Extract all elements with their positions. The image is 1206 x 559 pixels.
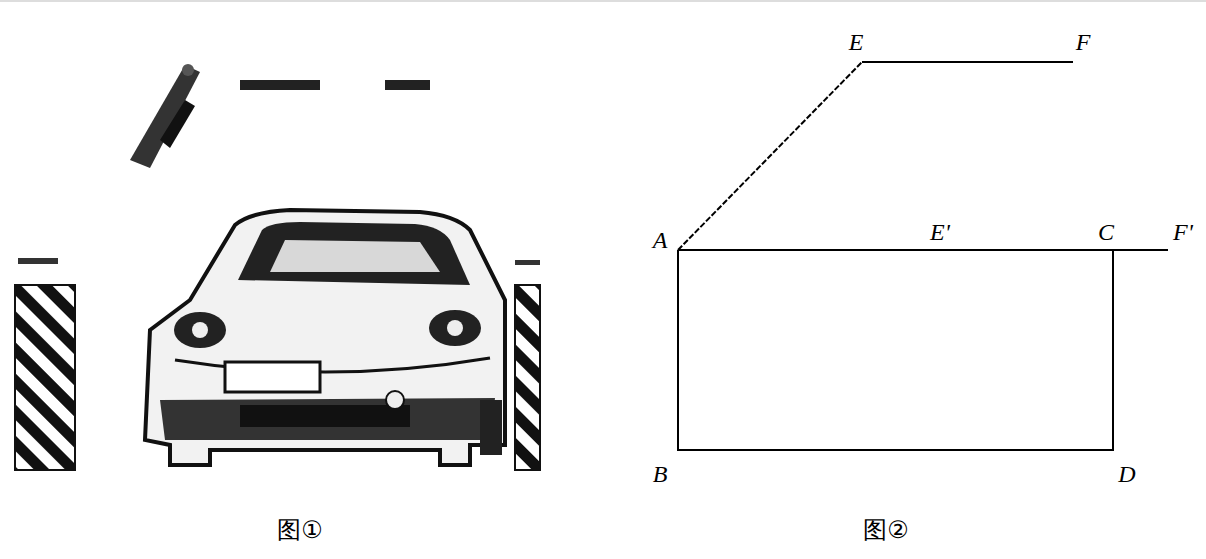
car-illustration bbox=[145, 210, 505, 465]
figure-caption: 图① bbox=[277, 517, 323, 543]
figure-caption: 图② bbox=[863, 517, 909, 543]
geometry-figure bbox=[678, 62, 1168, 450]
point-label: A bbox=[653, 227, 668, 253]
point-label: C bbox=[1098, 219, 1114, 245]
point-label: E bbox=[849, 29, 864, 55]
point-label: F bbox=[1076, 29, 1091, 55]
point-label: D bbox=[1118, 461, 1135, 487]
point-label: F' bbox=[1173, 219, 1193, 245]
barrier-gate bbox=[130, 64, 430, 168]
point-label: B bbox=[653, 461, 668, 487]
frame-line bbox=[0, 1, 1206, 2]
point-label: E' bbox=[930, 219, 950, 245]
